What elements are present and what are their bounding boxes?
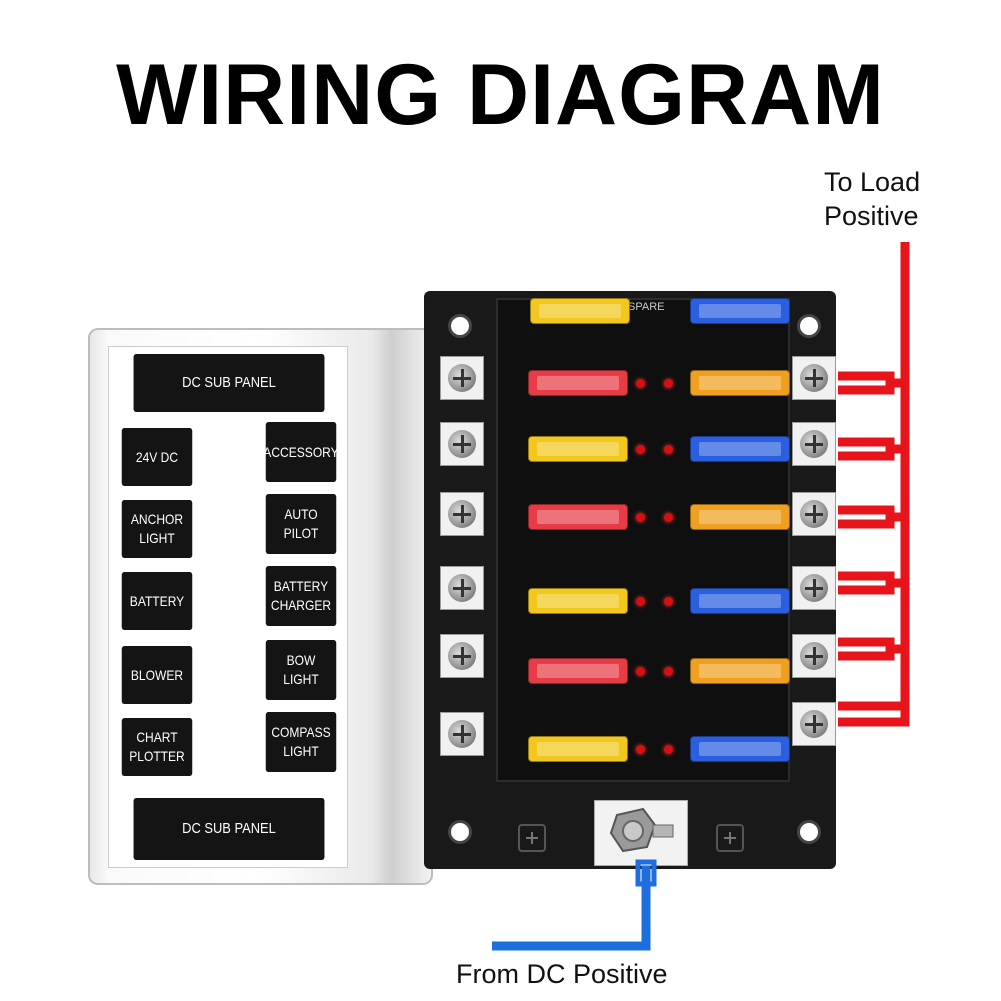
led-indicator bbox=[636, 513, 645, 522]
panel-footer: DC SUB PANEL bbox=[133, 798, 325, 860]
terminal-screw-icon bbox=[440, 566, 484, 610]
panel-switch-label: COMPASS LIGHT bbox=[265, 712, 337, 772]
panel-switch-label: ANCHOR LIGHT bbox=[121, 500, 193, 558]
panel-switch-label: BLOWER bbox=[121, 646, 193, 704]
spare-label: SPARE bbox=[628, 301, 665, 313]
terminal-screw-icon bbox=[440, 422, 484, 466]
led-indicator bbox=[636, 667, 645, 676]
terminal-screw-icon bbox=[792, 634, 836, 678]
fuse bbox=[690, 658, 790, 684]
to-load-line1: To Load bbox=[824, 167, 921, 197]
fuse bbox=[690, 588, 790, 614]
fuse bbox=[690, 436, 790, 462]
fuse bbox=[528, 504, 628, 530]
led-indicator bbox=[636, 597, 645, 606]
fuse bbox=[528, 370, 628, 396]
terminal-screw-icon bbox=[792, 356, 836, 400]
diagram-title: WIRING DIAGRAM bbox=[116, 47, 885, 143]
terminal-screw-icon bbox=[440, 492, 484, 536]
fuse bbox=[690, 736, 790, 762]
led-indicator bbox=[664, 513, 673, 522]
spare-fuse bbox=[690, 298, 790, 324]
led-indicator bbox=[636, 379, 645, 388]
led-indicator bbox=[636, 745, 645, 754]
panel-header: DC SUB PANEL bbox=[133, 354, 325, 412]
led-indicator bbox=[664, 445, 673, 454]
from-dc-positive-label: From DC Positive bbox=[456, 959, 668, 989]
fuse bbox=[528, 736, 628, 762]
panel-switch-label: 24V DC bbox=[121, 428, 193, 486]
terminal-screw-icon bbox=[792, 702, 836, 746]
load-positive-wires bbox=[838, 242, 910, 727]
mount-hole-top-right bbox=[797, 314, 821, 338]
panel-switch-label: BATTERY CHARGER bbox=[265, 566, 337, 626]
terminal-screw-icon bbox=[792, 422, 836, 466]
panel-switch-label: CHART PLOTTER bbox=[121, 718, 193, 776]
terminal-screw-icon bbox=[440, 712, 484, 756]
terminal-screw-icon bbox=[440, 634, 484, 678]
led-indicator bbox=[664, 667, 673, 676]
led-indicator bbox=[664, 745, 673, 754]
terminal-screw-icon bbox=[792, 566, 836, 610]
dc-input-stud bbox=[594, 800, 688, 866]
dc-positive-wire bbox=[492, 859, 657, 951]
to-load-positive-label: To Load Positive bbox=[824, 166, 920, 234]
fuse bbox=[528, 658, 628, 684]
dc-input-stud-icon bbox=[609, 807, 674, 853]
panel-switch-label: BATTERY bbox=[121, 572, 193, 630]
terminal-screw-icon bbox=[440, 356, 484, 400]
plus-mark-right-icon bbox=[716, 824, 744, 852]
plus-mark-left-icon bbox=[518, 824, 546, 852]
panel-switch-label: BOW LIGHT bbox=[265, 640, 337, 700]
mount-hole-bottom-right bbox=[797, 820, 821, 844]
mount-hole-top-left bbox=[448, 314, 472, 338]
fuse bbox=[690, 370, 790, 396]
led-indicator bbox=[664, 597, 673, 606]
mount-hole-bottom-left bbox=[448, 820, 472, 844]
terminal-screw-icon bbox=[792, 492, 836, 536]
fuse bbox=[528, 588, 628, 614]
spare-fuse bbox=[530, 298, 630, 324]
led-indicator bbox=[636, 445, 645, 454]
to-load-line2: Positive bbox=[824, 200, 919, 231]
fuse bbox=[690, 504, 790, 530]
fuse bbox=[528, 436, 628, 462]
panel-switch-label: AUTO PILOT bbox=[265, 494, 337, 554]
panel-switch-label: ACCESSORY bbox=[263, 422, 339, 482]
led-indicator bbox=[664, 379, 673, 388]
